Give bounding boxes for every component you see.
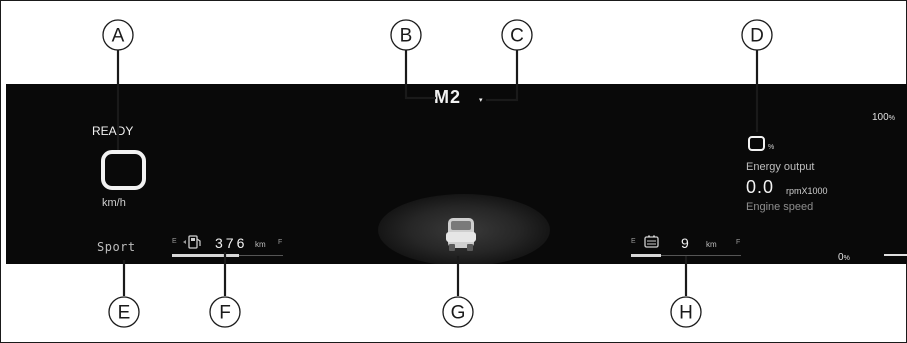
ready-indicator: READY [92, 124, 134, 138]
battery-range-value: 9 [681, 235, 689, 251]
drive-mode: Sport [97, 240, 136, 254]
fuel-range-unit: km [255, 240, 266, 249]
battery-range-unit: km [706, 240, 717, 249]
fuel-empty-label: E [172, 238, 177, 245]
battery-icon [644, 235, 659, 248]
fuel-range-value: 376 [215, 235, 248, 251]
engine-speed-label: Engine speed [746, 201, 814, 213]
engine-speed-value: 0.0 [746, 177, 775, 197]
fuel-pump-icon [183, 235, 201, 249]
gauge-bottom-percent: 0% [838, 252, 850, 263]
battery-gauge-fill [631, 254, 661, 257]
energy-output-value-zero [748, 136, 765, 151]
gear-shift-indicator: ▾ [479, 97, 483, 104]
engine-speed-unit: rpmX1000 [786, 186, 828, 196]
energy-output-unit: % [768, 144, 775, 151]
battery-empty-label: E [631, 238, 636, 245]
gauge-top-percent: 100% [872, 112, 895, 123]
gear-position: M2 [434, 87, 462, 107]
speed-value-zero [101, 150, 146, 190]
battery-gauge-track [631, 255, 741, 256]
fuel-full-label: F [278, 239, 283, 246]
fuel-gauge-fill [172, 254, 239, 257]
gauge-marker [884, 254, 907, 256]
battery-full-label: F [736, 239, 741, 246]
car-icon [446, 218, 476, 251]
instrument-cluster-display: READY km/h Sport M2 ▾ 100% % Energy outp… [6, 84, 907, 264]
energy-output-label: Energy output [746, 161, 815, 173]
speed-unit: km/h [102, 197, 126, 209]
